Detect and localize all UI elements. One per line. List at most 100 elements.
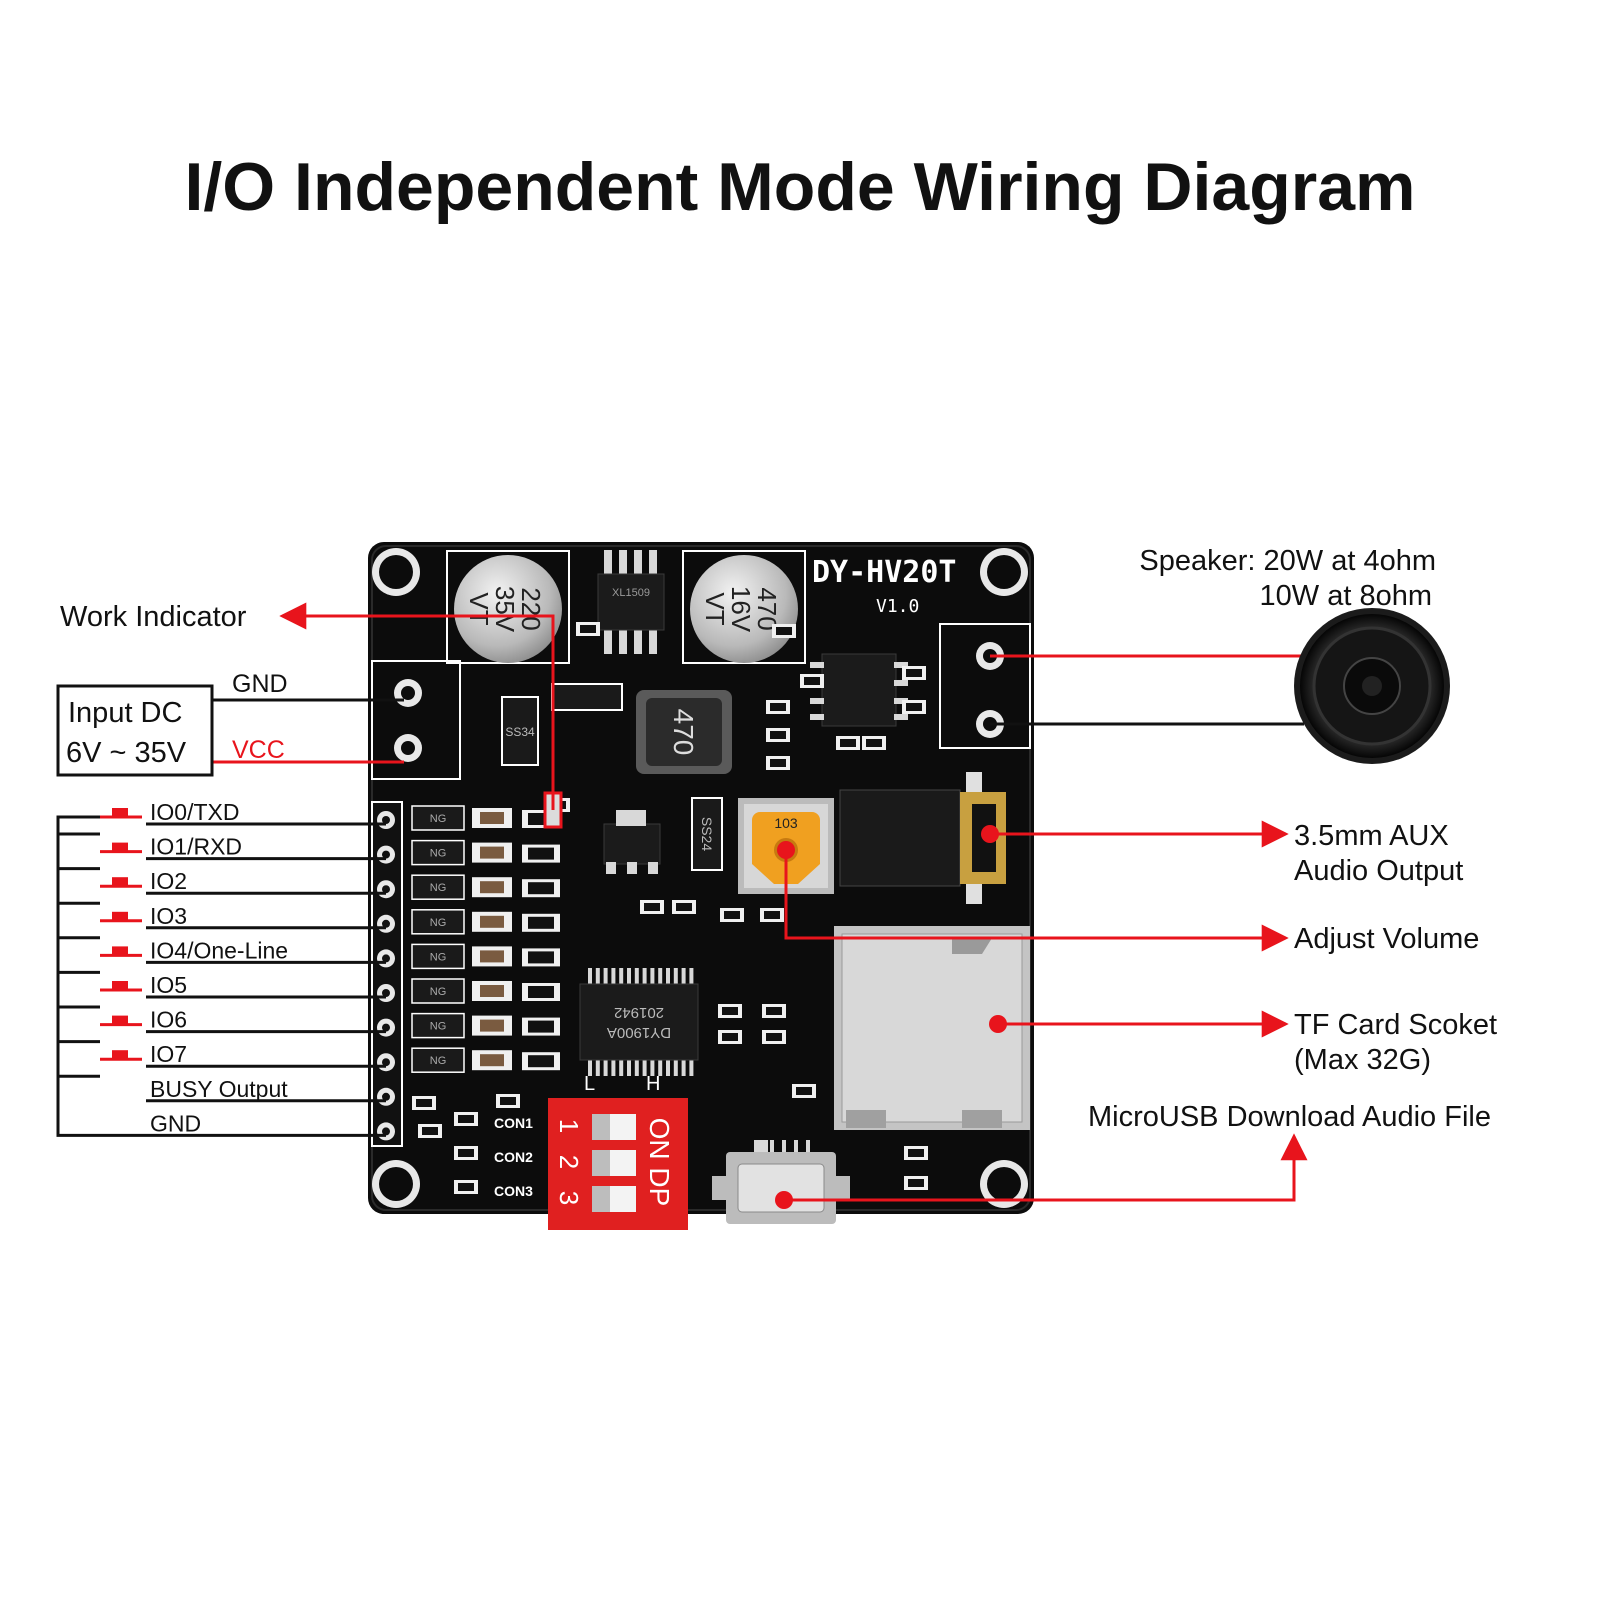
smd-resistor-icon [576,622,600,636]
push-button-icon [100,981,142,992]
io-button-wiring: IO0/TXDIO1/RXDIO2IO3IO4/One-LineIO5IO6IO… [56,799,386,1137]
smd-resistor-icon [836,736,860,750]
svg-text:NG: NG [430,1055,447,1067]
dip-h-label: H [646,1073,660,1095]
svg-text:NG: NG [430,882,447,894]
svg-text:NG: NG [430,917,447,929]
speaker-spec-line1: Speaker: 20W at 4ohm [1139,545,1436,577]
diode-1-label: SS34 [505,725,535,739]
tf-card-socket-icon [834,926,1030,1130]
smd-resistor-icon [760,908,784,922]
input-dc-box [56,684,214,777]
regulator-ic-icon: XL1509 [597,550,665,654]
capacitor-2-value: 470 [752,587,782,630]
svg-text:NG: NG [430,848,447,860]
inductor-icon: 470 [636,690,732,774]
speaker-spec-line2: 10W at 8ohm [1260,580,1432,612]
capacitor-1-mark: VT [464,592,494,625]
con3-label: CON3 [494,1183,533,1199]
io-pin-label: IO2 [150,868,187,894]
smd-resistor-icon [766,700,790,714]
speaker-icon [1294,608,1450,764]
smd-resistor-icon [418,1124,442,1138]
smd-resistor-icon [718,1030,742,1044]
io-pin-label: IO7 [150,1041,187,1067]
input-dc-label-line1: Input DC [68,697,182,729]
ng-resistor-icon: NG [411,839,560,866]
main-ic-label: DY1900A [607,1024,671,1041]
io-pin-header [371,801,403,1147]
smd-resistor-icon [496,1094,520,1108]
capacitor-220uf-icon: 220 35V VT [446,550,570,664]
capacitor-2-voltage: 16V [726,586,756,633]
svg-text:NG: NG [430,1021,447,1033]
smd-resistor-icon [718,1004,742,1018]
regulator-ic-label: XL1509 [612,587,650,599]
tf-card-label-line1: TF Card Scoket [1294,1009,1497,1041]
svg-text:2: 2 [554,1155,584,1169]
push-button-icon [100,946,142,957]
io-pin-label: IO5 [150,972,187,998]
page-title: I/O Independent Mode Wiring Diagram [184,149,1415,225]
push-button-icon [100,842,142,854]
io-pin-label: IO6 [150,1007,187,1033]
push-button-icon [100,808,142,819]
push-button-icon [100,1050,142,1061]
work-indicator-wire [279,602,555,810]
io-pin-label: IO4/One-Line [150,937,288,963]
micro-usb-wire [784,1133,1308,1202]
smd-resistor-icon [862,736,886,750]
capacitor-2-mark: VT [700,592,730,625]
io-pin-label: GND [150,1110,201,1136]
push-button-icon [100,1015,142,1027]
ng-resistor-icon: NG [411,943,560,970]
ng-resistor-icon: NG [411,909,560,935]
smd-resistor-icon [762,1004,786,1018]
main-ic-code: 201942 [614,1004,664,1021]
smd-resistor-icon [412,1096,436,1110]
smd-resistor-icon [766,756,790,770]
dip-on-label: ON DP [644,1118,675,1207]
smd-resistor-icon [772,624,796,638]
adjust-volume-label: Adjust Volume [1294,923,1479,955]
smd-resistor-icon [640,900,664,914]
svg-text:3: 3 [554,1191,584,1205]
mounting-hole-icon [372,548,1028,1208]
smd-resistor-icon [454,1112,478,1126]
micro-usb-port-icon [712,1140,850,1224]
potentiometer-label: 103 [774,815,798,831]
ng-resistor-icon: NG [411,1012,560,1039]
inductor-label: 470 [668,709,699,756]
io-pin-label: IO1/RXD [150,834,242,860]
ng-resistor-icon: NG [411,874,560,900]
ng-resistor-icon: NG [411,978,560,1004]
con1-label: CON1 [494,1115,533,1131]
smd-resistor-icon [720,908,744,922]
con2-label: CON2 [494,1149,533,1165]
dip-l-label: L [584,1073,595,1095]
smd-resistor-icon [902,666,926,680]
power-terminal-block [371,660,461,780]
dip-switch-icon: 1 2 3 ON DP [548,1098,688,1230]
capacitor-1-value: 220 [516,587,546,630]
diode-2-label: SS24 [699,817,715,851]
smd-resistor-icon [902,700,926,714]
adjust-volume-wire [784,850,1289,952]
diode-ss24-icon: SS24 [691,797,723,871]
smd-resistor-icon [800,674,824,688]
smd-resistor-icon [792,1084,816,1098]
push-button-icon [100,877,142,888]
diode-ss34-icon: SS34 [501,683,623,766]
smd-resistor-icon [904,1146,928,1160]
smd-resistor-icon [454,1180,478,1194]
ldo-regulator-icon [603,810,661,874]
smd-resistor-icon [904,1176,928,1190]
ng-resistor-icon: NG [411,1047,560,1073]
capacitor-1-voltage: 35V [490,586,520,633]
smd-resistor-icon [766,728,790,742]
svg-text:1: 1 [554,1119,584,1133]
io-pin-label: IO3 [150,903,187,929]
aux-output-label-line2: Audio Output [1294,855,1463,887]
board-model-label: DY-HV20T [812,555,957,590]
